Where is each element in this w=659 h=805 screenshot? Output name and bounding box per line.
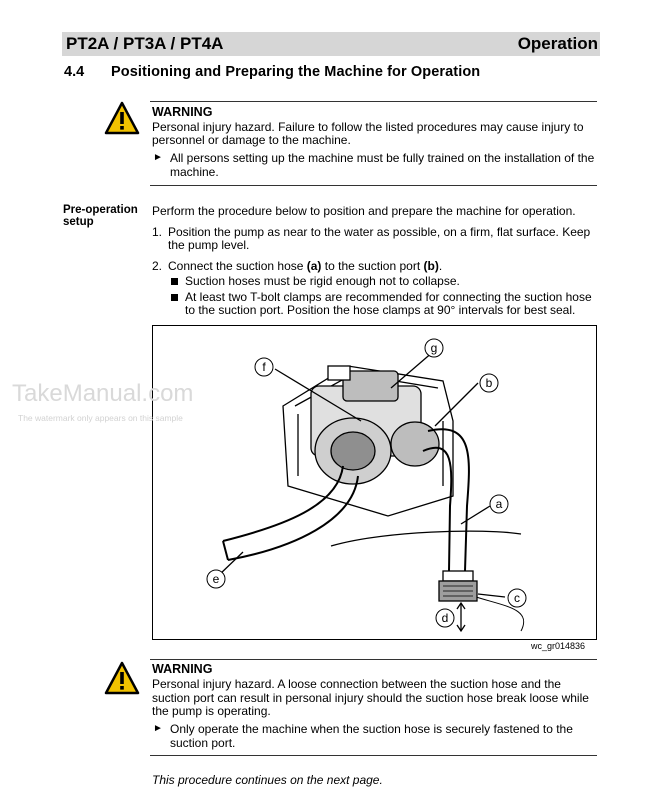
- warning-bottom-rule: [150, 755, 597, 756]
- intro-text: Perform the procedure below to position …: [152, 204, 576, 218]
- bullet-square-icon: [171, 294, 178, 301]
- section-title: Positioning and Preparing the Machine fo…: [111, 64, 481, 80]
- warning-title: WARNING: [152, 662, 213, 676]
- sub-bullet-text: Suction hoses must be rigid enough not t…: [185, 274, 460, 288]
- callout-bubble: [479, 373, 499, 393]
- continuation-note: This procedure continues on the next pag…: [152, 773, 383, 787]
- side-heading-line: setup: [63, 216, 94, 228]
- step-text-part: Connect the suction hose: [168, 259, 307, 273]
- warning-triangle-icon: [104, 101, 140, 135]
- warning-title: WARNING: [152, 105, 213, 119]
- callout-bubble: [435, 608, 455, 628]
- callout-label: e: [213, 572, 220, 586]
- warning-top-rule: [150, 659, 597, 660]
- figure-code: wc_gr014836: [531, 641, 586, 651]
- callout-bubble: [507, 588, 527, 608]
- step-text-part: .: [438, 259, 443, 273]
- pump-drawing: g f b a e c d: [206, 338, 527, 633]
- callout-label: f: [262, 360, 266, 374]
- side-heading-line: Pre-operation: [63, 204, 138, 216]
- pump-illustration: g f b a e c d: [152, 325, 597, 640]
- sub-bullet-text: to the suction port. Position the hose c…: [185, 303, 576, 317]
- step-text: the pump level.: [168, 238, 250, 252]
- warning-text: Personal injury hazard. A loose connecti…: [152, 677, 561, 691]
- callout-label: g: [431, 341, 438, 355]
- callout-bubble: [489, 494, 509, 514]
- watermark-note: The watermark only appears on this sampl…: [18, 413, 183, 423]
- callout-bubble: [206, 569, 226, 589]
- callout-label: a: [496, 497, 503, 511]
- callout-ref: (b): [423, 259, 439, 273]
- model-title: PT2A / PT3A / PT4A: [66, 34, 224, 53]
- warning-text: the pump is operating.: [152, 704, 271, 718]
- sub-bullet-text: At least two T-bolt clamps are recommend…: [185, 290, 592, 304]
- callout-label: c: [514, 591, 520, 605]
- step-text: Position the pump as near to the water a…: [168, 225, 591, 239]
- callout-ref: (a): [306, 259, 322, 273]
- callout-bubble: [254, 357, 274, 377]
- step-text: Connect the suction hose (a) to the suct…: [168, 259, 442, 273]
- warning-bullet-text: suction port.: [170, 736, 236, 750]
- step-text-part: to the suction port: [321, 259, 424, 273]
- page-header: PT2A / PT3A / PT4A Operation: [62, 32, 600, 56]
- callout-bubble: [424, 338, 444, 358]
- chapter-title: Operation: [517, 34, 598, 53]
- step-number: 2.: [152, 259, 163, 273]
- warning-text: Personal injury hazard. Failure to follo…: [152, 120, 584, 134]
- bullet-arrow-icon: ►: [153, 723, 163, 734]
- side-heading: Pre-operation setup: [63, 204, 138, 228]
- warning-bullet-text: Only operate the machine when the suctio…: [170, 722, 573, 736]
- callout-label: d: [442, 611, 449, 625]
- warning-text: personnel or damage to the machine.: [152, 133, 351, 147]
- bullet-arrow-icon: ►: [153, 152, 163, 163]
- callout-label: b: [486, 376, 493, 390]
- warning-text: suction port can result in personal inju…: [152, 691, 589, 705]
- warning-bullet-text: All persons setting up the machine must …: [170, 151, 595, 165]
- bullet-square-icon: [171, 278, 178, 285]
- section-number: 4.4: [64, 64, 85, 80]
- step-number: 1.: [152, 225, 163, 239]
- warning-triangle-icon: [104, 661, 140, 695]
- warning-top-rule: [150, 101, 597, 102]
- warning-bullet-text: machine.: [170, 165, 219, 179]
- warning-bottom-rule: [150, 185, 597, 186]
- watermark-logo: TakeManual.com: [12, 380, 194, 407]
